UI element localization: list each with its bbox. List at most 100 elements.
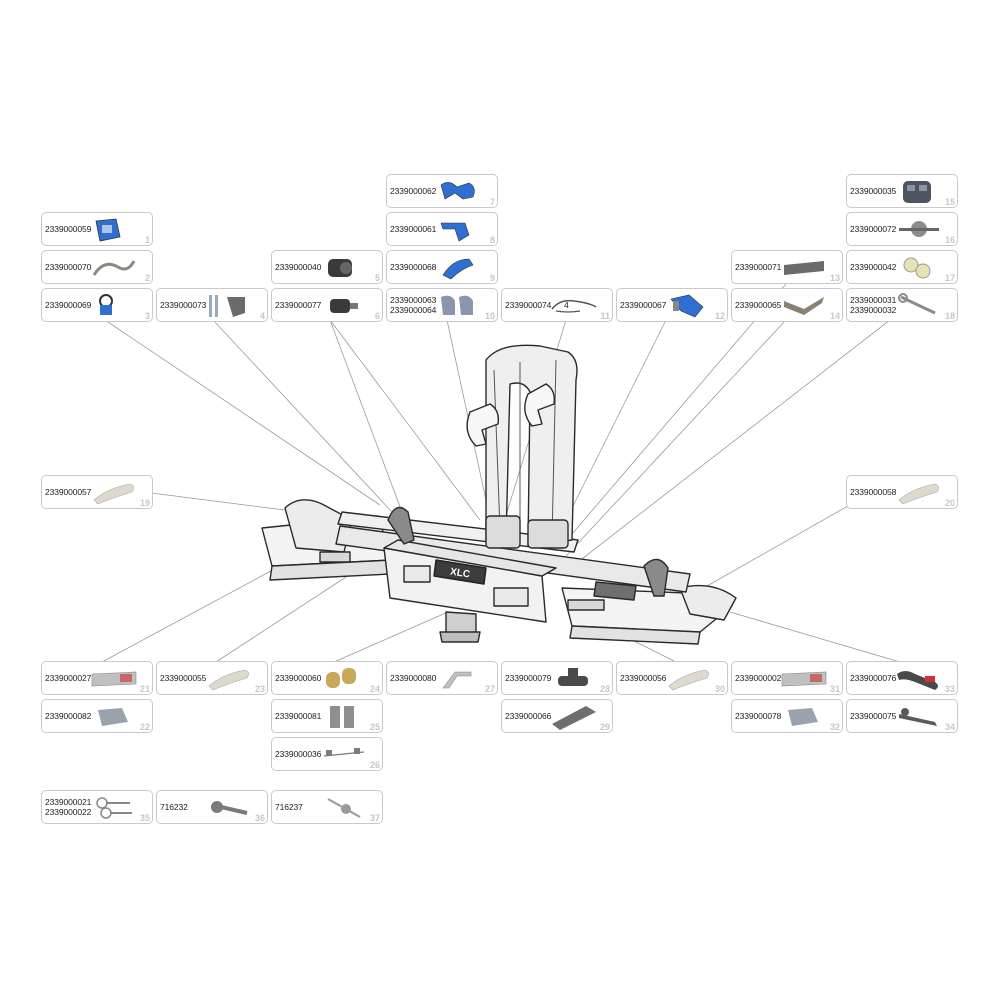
- part-box-26[interactable]: 2339000036 26: [271, 737, 383, 771]
- part-codes: 2339000042: [850, 251, 896, 283]
- part-number: 25: [369, 722, 380, 732]
- leader-line-18: [577, 319, 891, 563]
- part-number: 23: [254, 684, 265, 694]
- part-codes: 2339000056: [620, 662, 666, 694]
- part-box-36[interactable]: 716232 36: [156, 790, 268, 824]
- part-number: 10: [484, 311, 495, 321]
- part-box-11[interactable]: 2339000074 4 11: [501, 288, 613, 322]
- part-number: 16: [944, 235, 955, 245]
- part-codes: 2339000059: [45, 213, 91, 245]
- product-logo: XLC: [449, 567, 470, 581]
- strap-buckle-icon: [95, 218, 121, 242]
- part-codes: 2339000035: [850, 175, 896, 207]
- part-code: 2339000027: [45, 673, 92, 683]
- end-plug-icon: [898, 483, 939, 505]
- part-number: 8: [489, 235, 495, 245]
- part-number: 11: [600, 311, 610, 321]
- part-code: 2339000074: [505, 300, 552, 310]
- part-codes: 716232: [160, 791, 188, 823]
- part-codes: 2339000002: [735, 662, 781, 694]
- part-number: 24: [369, 684, 380, 694]
- part-codes: 716237: [275, 791, 303, 823]
- part-code: 2339000032: [850, 305, 897, 315]
- part-number: 1: [144, 235, 150, 245]
- part-box-30[interactable]: 2339000056 30: [616, 661, 728, 695]
- part-code: 2339000059: [45, 224, 92, 234]
- foot-plate-icon: [552, 706, 596, 730]
- part-box-24[interactable]: 2339000060 24: [271, 661, 383, 695]
- leader-line-13: [559, 283, 787, 549]
- part-number: 26: [369, 760, 380, 770]
- part-number: 34: [944, 722, 955, 732]
- leader-line-33: [729, 611, 901, 663]
- part-box-17[interactable]: 2339000042 17: [846, 250, 958, 284]
- light-bar-icon: [781, 671, 827, 687]
- part-number: 33: [944, 684, 955, 694]
- light-bar-icon: [91, 671, 137, 687]
- part-number: 17: [944, 273, 955, 283]
- part-code: 2339000035: [850, 186, 897, 196]
- part-code: 716237: [275, 802, 303, 812]
- keys-icon: [96, 797, 132, 819]
- part-number: 36: [254, 813, 265, 823]
- end-plug-icon: [208, 669, 249, 691]
- part-box-25[interactable]: 2339000081 25: [271, 699, 383, 733]
- arm-lever-icon: [897, 671, 938, 690]
- part-codes: 2339000061: [390, 213, 436, 245]
- leader-line-24: [333, 611, 449, 663]
- part-box-33[interactable]: 2339000076 33: [846, 661, 958, 695]
- part-codes: 2339000080: [390, 662, 436, 694]
- part-code: 2339000002: [735, 673, 782, 683]
- part-code: 2339000081: [275, 711, 322, 721]
- part-codes: 2339000069: [45, 289, 91, 321]
- part-box-8[interactable]: 2339000061 8: [386, 212, 498, 246]
- part-code: 2339000057: [45, 487, 92, 497]
- part-code: 2339000040: [275, 262, 322, 272]
- part-number: 30: [714, 684, 725, 694]
- tilt-pedal-icon: [784, 297, 824, 315]
- cover-cap-icon: [98, 708, 128, 726]
- part-code: 2339000073: [160, 300, 207, 310]
- wire-harness-icon: [323, 748, 365, 757]
- part-number: 35: [139, 813, 150, 823]
- part-quantity: 4: [564, 300, 569, 310]
- part-codes: 2339000060: [275, 662, 321, 694]
- cable-tie-icon: [551, 299, 597, 313]
- part-codes: 2339000076: [850, 662, 896, 694]
- part-box-1[interactable]: 2339000059 1: [41, 212, 153, 246]
- part-code: 2339000077: [275, 300, 322, 310]
- part-number: 28: [599, 684, 610, 694]
- part-code: 2339000036: [275, 749, 322, 759]
- leader-line-4: [212, 319, 393, 513]
- tool-wrench-icon: [898, 293, 936, 315]
